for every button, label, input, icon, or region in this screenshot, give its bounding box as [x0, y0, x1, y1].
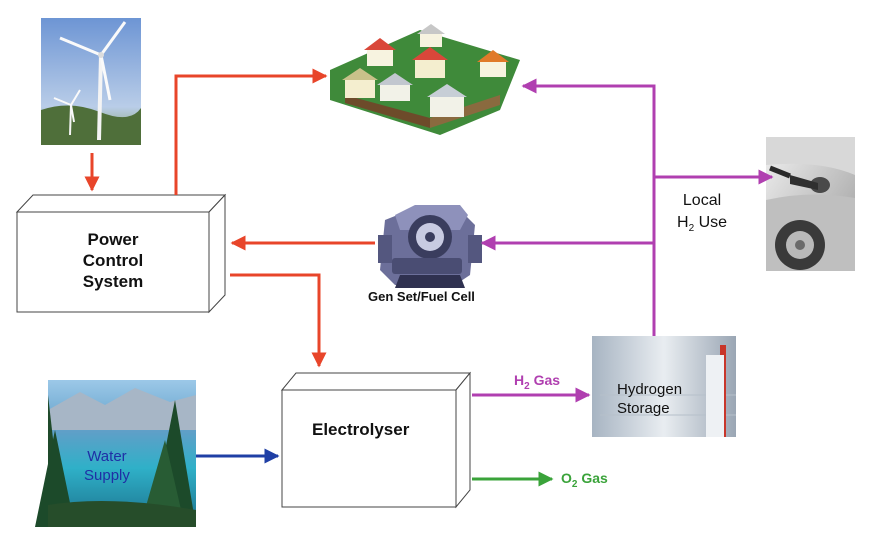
- local-h2-use-label: Local H2 Use: [677, 190, 727, 240]
- hydrogen-tank-icon: [592, 336, 736, 437]
- lake-icon: [35, 380, 196, 527]
- h2-gas-label: H2 Gas: [514, 372, 560, 392]
- local-sub: 2: [688, 223, 695, 235]
- power-to-electrolyser-arrow: [230, 273, 327, 368]
- power-control-label: Power Control System: [17, 229, 209, 292]
- hydrogen-arrows: [472, 78, 774, 403]
- h2-gas-rest: Gas: [529, 372, 561, 388]
- engine-icon: [378, 205, 482, 288]
- electrolyser-box: [280, 371, 472, 509]
- car-fuel-icon: [766, 137, 855, 271]
- power-control-box: [15, 193, 227, 314]
- power-control-line2: Control: [82, 251, 144, 270]
- water-supply-label: Water Supply: [84, 447, 130, 485]
- electrolyser-label: Electrolyser: [312, 420, 410, 439]
- o2-gas-o: O: [561, 470, 572, 486]
- wind-turbine-icon: [41, 18, 141, 145]
- power-arrows: [84, 68, 375, 368]
- power-control-line1: Power: [87, 230, 139, 249]
- local-h: H: [677, 214, 689, 231]
- water-line1: Water: [87, 448, 127, 465]
- hydrogen-line2: Storage: [617, 400, 670, 417]
- houses-icon: [330, 24, 520, 135]
- o2-gas-label: O2 Gas: [561, 470, 608, 490]
- h2-gas-h: H: [514, 372, 525, 388]
- water-line2: Supply: [84, 467, 130, 484]
- power-to-houses-arrow: [174, 68, 328, 195]
- h2-gas-sub: 2: [524, 380, 530, 392]
- storage-to-houses-arrow: [521, 78, 656, 336]
- local-line1: Local: [682, 192, 722, 209]
- local-line2: H2 Use: [677, 212, 727, 240]
- gen-set-label: Gen Set/Fuel Cell: [368, 289, 475, 304]
- hydrogen-line1: Hydrogen: [617, 381, 683, 398]
- local-use: Use: [694, 214, 728, 231]
- power-control-line3: System: [82, 272, 144, 291]
- hydrogen-storage-label: Hydrogen Storage: [617, 380, 682, 418]
- o2-gas-sub: 2: [571, 478, 578, 490]
- o2-gas-rest: Gas: [577, 470, 608, 486]
